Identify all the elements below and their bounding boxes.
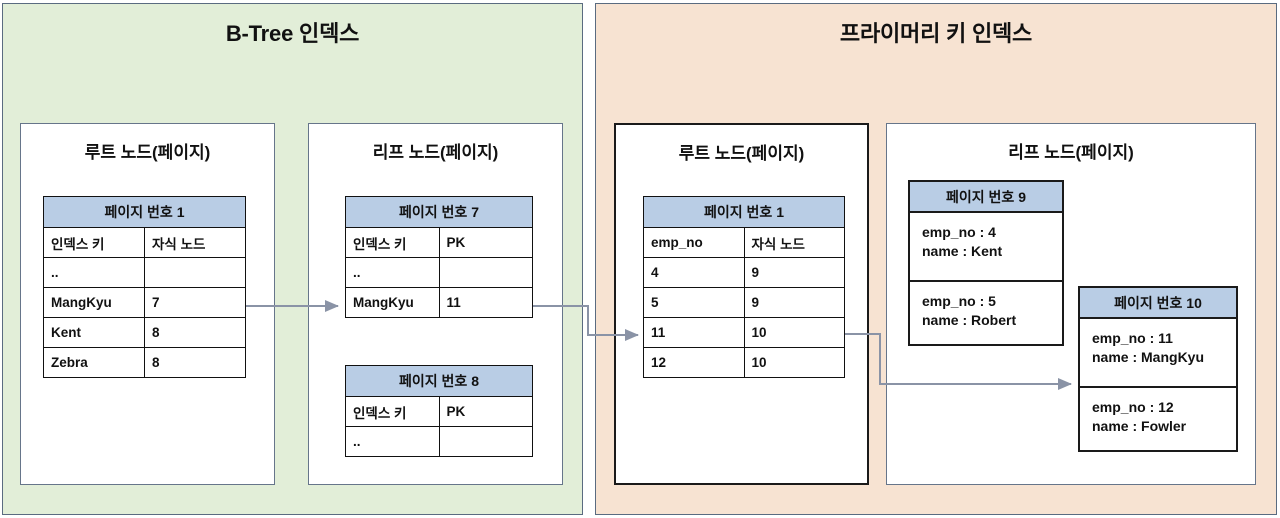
cell-key: MangKyu <box>345 287 440 318</box>
record-cell: emp_no : 11 name : MangKyu <box>1080 319 1236 386</box>
page-header-cell: 페이지 번호 7 <box>345 196 533 228</box>
table-row: 인덱스 키 PK <box>345 227 533 258</box>
column-header-child-node: 자식 노드 <box>743 227 845 258</box>
cell-key: .. <box>345 257 440 288</box>
column-header-index-key: 인덱스 키 <box>43 227 145 258</box>
btree-leaf-node-title: 리프 노드(페이지) <box>372 143 499 162</box>
cell-child: 10 <box>743 347 845 378</box>
column-header-emp-no: emp_no <box>643 227 745 258</box>
page-header-cell: 페이지 번호 10 <box>1080 288 1236 319</box>
cell-child: 7 <box>144 287 246 318</box>
cell-emp-no: 5 <box>643 287 745 318</box>
table-row: MangKyu 11 <box>345 287 533 318</box>
column-header-pk: PK <box>438 227 533 258</box>
table-row: 4 9 <box>643 257 845 288</box>
btree-leaf-table-page8: 페이지 번호 8 인덱스 키 PK .. <box>345 365 533 457</box>
record-emp-no: emp_no : 12 <box>1092 399 1174 415</box>
column-header-index-key: 인덱스 키 <box>345 227 440 258</box>
table-row: 페이지 번호 1 <box>43 196 246 228</box>
cell-emp-no: 4 <box>643 257 745 288</box>
cell-key: .. <box>345 426 440 457</box>
cell-key: .. <box>43 257 145 288</box>
record-cell: emp_no : 4 name : Kent <box>910 213 1062 280</box>
record-emp-no: emp_no : 4 <box>922 224 996 240</box>
table-row: 인덱스 키 자식 노드 <box>43 227 246 258</box>
cell-pk <box>438 426 533 457</box>
pk-panel-title: 프라이머리 키 인덱스 <box>839 21 1033 46</box>
table-row: .. <box>345 257 533 288</box>
record-cell: emp_no : 5 name : Robert <box>910 280 1062 345</box>
table-row: 11 10 <box>643 317 845 348</box>
table-row: 인덱스 키 PK <box>345 396 533 427</box>
page-header-cell: 페이지 번호 9 <box>910 182 1062 213</box>
cell-child: 8 <box>144 317 246 348</box>
btree-root-table: 페이지 번호 1 인덱스 키 자식 노드 .. MangKyu 7 Kent 8… <box>43 196 246 378</box>
record-emp-no: emp_no : 5 <box>922 293 996 309</box>
pk-root-table: 페이지 번호 1 emp_no 자식 노드 4 9 5 9 11 10 12 1… <box>643 196 845 378</box>
column-header-child-node: 자식 노드 <box>144 227 246 258</box>
pk-root-node-title: 루트 노드(페이지) <box>678 144 805 163</box>
record-name: name : Fowler <box>1092 418 1187 434</box>
page-header-cell: 페이지 번호 8 <box>345 365 533 397</box>
table-row: 페이지 번호 7 <box>345 196 533 228</box>
cell-pk: 11 <box>438 287 533 318</box>
table-row: MangKyu 7 <box>43 287 246 318</box>
cell-emp-no: 12 <box>643 347 745 378</box>
pk-leaf-page9-card: 페이지 번호 9 emp_no : 4 name : Kent emp_no :… <box>908 180 1064 346</box>
table-row: 12 10 <box>643 347 845 378</box>
cell-child: 10 <box>743 317 845 348</box>
record-name: name : Kent <box>922 243 1003 259</box>
table-row: .. <box>345 426 533 457</box>
table-row: Zebra 8 <box>43 347 246 378</box>
table-row: emp_no 자식 노드 <box>643 227 845 258</box>
record-name: name : Robert <box>922 312 1017 328</box>
column-header-pk: PK <box>438 396 533 427</box>
btree-root-node-title: 루트 노드(페이지) <box>84 143 211 162</box>
btree-leaf-table-page7: 페이지 번호 7 인덱스 키 PK .. MangKyu 11 <box>345 196 533 318</box>
cell-emp-no: 11 <box>643 317 745 348</box>
cell-child <box>144 257 246 288</box>
table-row: .. <box>43 257 246 288</box>
record-name: name : MangKyu <box>1092 349 1205 365</box>
cell-child: 8 <box>144 347 246 378</box>
record-cell: emp_no : 12 name : Fowler <box>1080 386 1236 451</box>
cell-child: 9 <box>743 287 845 318</box>
cell-key: Zebra <box>43 347 145 378</box>
table-row: 페이지 번호 1 <box>643 196 845 228</box>
pk-leaf-node-title: 리프 노드(페이지) <box>1008 143 1134 162</box>
pk-leaf-page10-card: 페이지 번호 10 emp_no : 11 name : MangKyu emp… <box>1078 286 1238 452</box>
page-header-cell: 페이지 번호 1 <box>643 196 845 228</box>
column-header-index-key: 인덱스 키 <box>345 396 440 427</box>
cell-key: MangKyu <box>43 287 145 318</box>
record-emp-no: emp_no : 11 <box>1092 330 1173 346</box>
table-row: Kent 8 <box>43 317 246 348</box>
table-row: 5 9 <box>643 287 845 318</box>
cell-child: 9 <box>743 257 845 288</box>
btree-panel-title: B-Tree 인덱스 <box>225 21 360 46</box>
table-row: 페이지 번호 8 <box>345 365 533 397</box>
cell-key: Kent <box>43 317 145 348</box>
page-header-cell: 페이지 번호 1 <box>43 196 246 228</box>
cell-pk <box>438 257 533 288</box>
